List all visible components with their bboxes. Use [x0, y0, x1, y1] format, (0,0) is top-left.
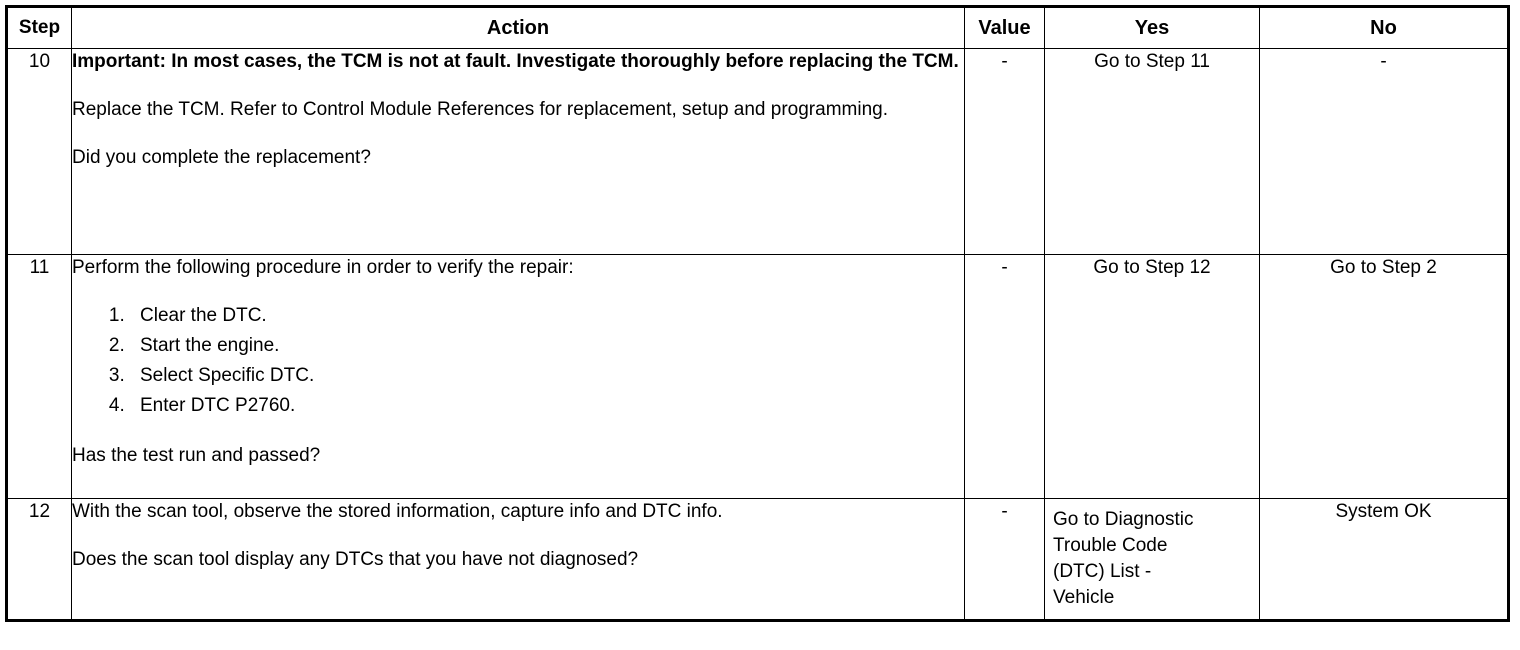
value-cell: - [964, 48, 1045, 255]
yes-branch-line: Vehicle [1053, 587, 1115, 608]
yes-branch-line: Go to Diagnostic [1053, 509, 1194, 530]
no-branch-cell: - [1259, 48, 1509, 255]
yes-branch-cell[interactable]: Go to Step 12 [1044, 254, 1260, 499]
list-item: Enter DTC P2760. [130, 391, 964, 421]
action-question: Did you complete the replacement? [72, 147, 371, 168]
value-cell: - [964, 498, 1045, 621]
step-number: 10 [6, 48, 72, 255]
yes-branch-text: Go to Diagnostic Trouble Code (DTC) List… [1053, 507, 1253, 611]
yes-branch-line: (DTC) List - [1053, 561, 1152, 582]
yes-branch-cell[interactable]: Go to Diagnostic Trouble Code (DTC) List… [1044, 498, 1260, 621]
table-row: 10 Important: In most cases, the TCM is … [6, 48, 1509, 255]
value-cell: - [964, 254, 1045, 499]
column-header-action: Action [71, 6, 965, 49]
step-number: 12 [6, 498, 72, 621]
header-row: Step Action Value Yes No [6, 6, 1509, 49]
action-cell: Perform the following procedure in order… [71, 254, 965, 499]
no-branch-cell: System OK [1259, 498, 1509, 621]
action-question: Has the test run and passed? [72, 445, 321, 466]
action-body: Replace the TCM. Refer to Control Module… [72, 99, 888, 120]
list-item: Select Specific DTC. [130, 361, 964, 391]
list-item: Start the engine. [130, 331, 964, 361]
action-cell: Important: In most cases, the TCM is not… [71, 48, 965, 255]
table-header: Step Action Value Yes No [6, 6, 1509, 49]
list-item: Clear the DTC. [130, 301, 964, 331]
important-note: Important: In most cases, the TCM is not… [72, 51, 959, 72]
procedure-list: Clear the DTC. Start the engine. Select … [72, 301, 964, 421]
column-header-no: No [1259, 6, 1509, 49]
yes-branch-cell[interactable]: Go to Step 11 [1044, 48, 1260, 255]
action-question: Does the scan tool display any DTCs that… [72, 549, 639, 570]
diagnostic-procedure-table: Step Action Value Yes No 10 Important: I… [5, 5, 1510, 622]
table-row: 11 Perform the following procedure in or… [6, 254, 1509, 499]
column-header-yes: Yes [1044, 6, 1260, 49]
action-body: With the scan tool, observe the stored i… [72, 501, 723, 522]
step-number: 11 [6, 254, 72, 499]
no-branch-cell[interactable]: Go to Step 2 [1259, 254, 1509, 499]
table-body: 10 Important: In most cases, the TCM is … [6, 48, 1509, 621]
action-intro: Perform the following procedure in order… [72, 257, 574, 278]
column-header-value: Value [964, 6, 1045, 49]
column-header-step: Step [6, 6, 72, 49]
table-row: 12 With the scan tool, observe the store… [6, 498, 1509, 621]
action-cell: With the scan tool, observe the stored i… [71, 498, 965, 621]
yes-branch-line: Trouble Code [1053, 535, 1168, 556]
